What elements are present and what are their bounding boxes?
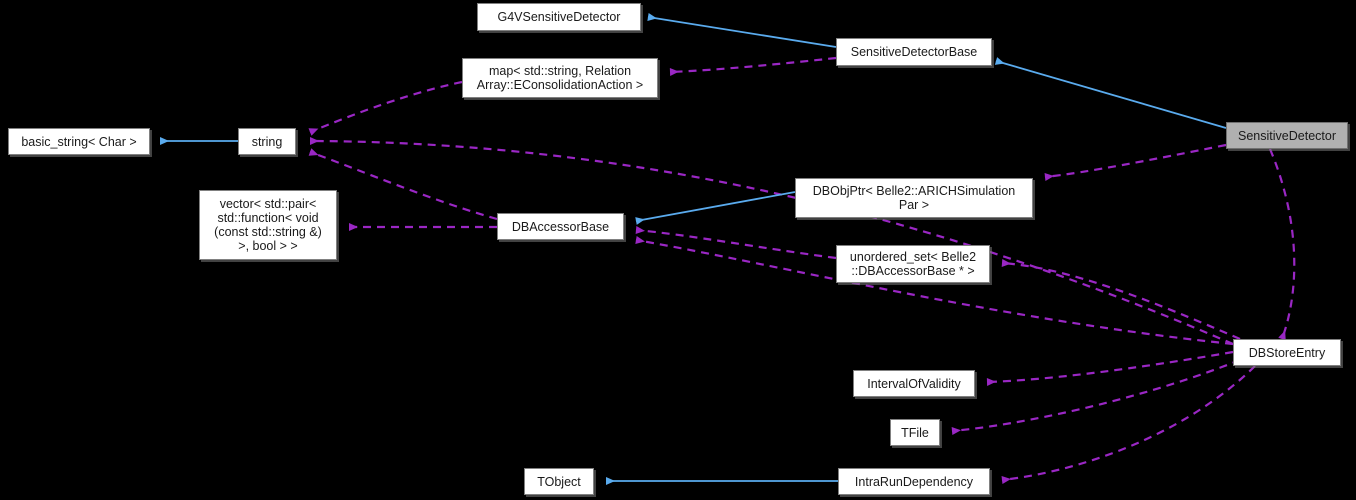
class-node-dbobjptr[interactable]: DBObjPtr< Belle2::ARICHSimulation Par > [795,178,1033,218]
class-node-label: DBAccessorBase [511,219,610,234]
class-node-label: SensitiveDetectorBase [850,45,978,59]
class-node-tobject[interactable]: TObject [524,468,594,495]
edge-dbstore-to-tfile [951,358,1241,435]
class-node-dbstore[interactable]: DBStoreEntry [1233,339,1341,366]
class-node-basic[interactable]: basic_string< Char > [8,128,150,155]
class-node-sdbase[interactable]: SensitiveDetectorBase [836,38,992,66]
edge-sd-to-dbstore [1268,148,1296,341]
class-node-label: TObject [537,474,581,489]
class-node-iov[interactable]: IntervalOfValidity [853,370,975,397]
class-node-label: vector< std::pair< std::function< void (… [214,197,322,253]
class-node-label: basic_string< Char > [21,134,137,149]
edge-sdbase-to-g4vsd [647,13,837,48]
class-node-g4vsd[interactable]: G4VSensitiveDetector [477,3,641,31]
edge-uoset-to-dbacc [635,226,837,260]
class-node-string[interactable]: string [238,128,296,155]
edge-dbstore-to-intrarun [1001,365,1256,484]
class-node-sd[interactable]: SensitiveDetector [1226,122,1348,149]
class-node-tfile[interactable]: TFile [890,419,940,446]
edge-dbstore-to-uoset [1001,259,1241,341]
class-node-label: SensitiveDetector [1238,128,1336,143]
class-node-label: unordered_set< Belle2 ::DBAccessorBase *… [849,250,977,278]
edge-dbstore-to-iov [986,350,1234,386]
edge-dbobjptr-to-dbacc [635,191,796,225]
edge-sd-to-dbobjptr [1044,143,1227,181]
class-node-label: IntraRunDependency [854,474,974,489]
class-node-label: string [251,134,283,149]
class-node-vector[interactable]: vector< std::pair< std::function< void (… [199,190,337,260]
class-node-label: map< std::string, Relation Array::EConso… [476,64,644,92]
class-node-label: G4VSensitiveDetector [497,10,621,24]
class-node-label: DBObjPtr< Belle2::ARICHSimulation Par > [812,184,1016,212]
class-node-label: IntervalOfValidity [867,376,961,391]
class-node-dbacc[interactable]: DBAccessorBase [497,213,624,240]
edge-sd-to-sdbase [994,57,1227,129]
edge-sdbase-to-map [669,56,837,76]
edge-dbstore-to-string [309,137,1234,346]
class-node-map[interactable]: map< std::string, Relation Array::EConso… [462,58,658,98]
edge-map-to-string [308,80,463,136]
edge-dbacc-to-string [308,148,498,221]
class-node-uoset[interactable]: unordered_set< Belle2 ::DBAccessorBase *… [836,245,990,283]
class-node-label: TFile [901,425,929,440]
class-node-intrarun[interactable]: IntraRunDependency [838,468,990,495]
class-node-label: DBStoreEntry [1248,345,1326,360]
